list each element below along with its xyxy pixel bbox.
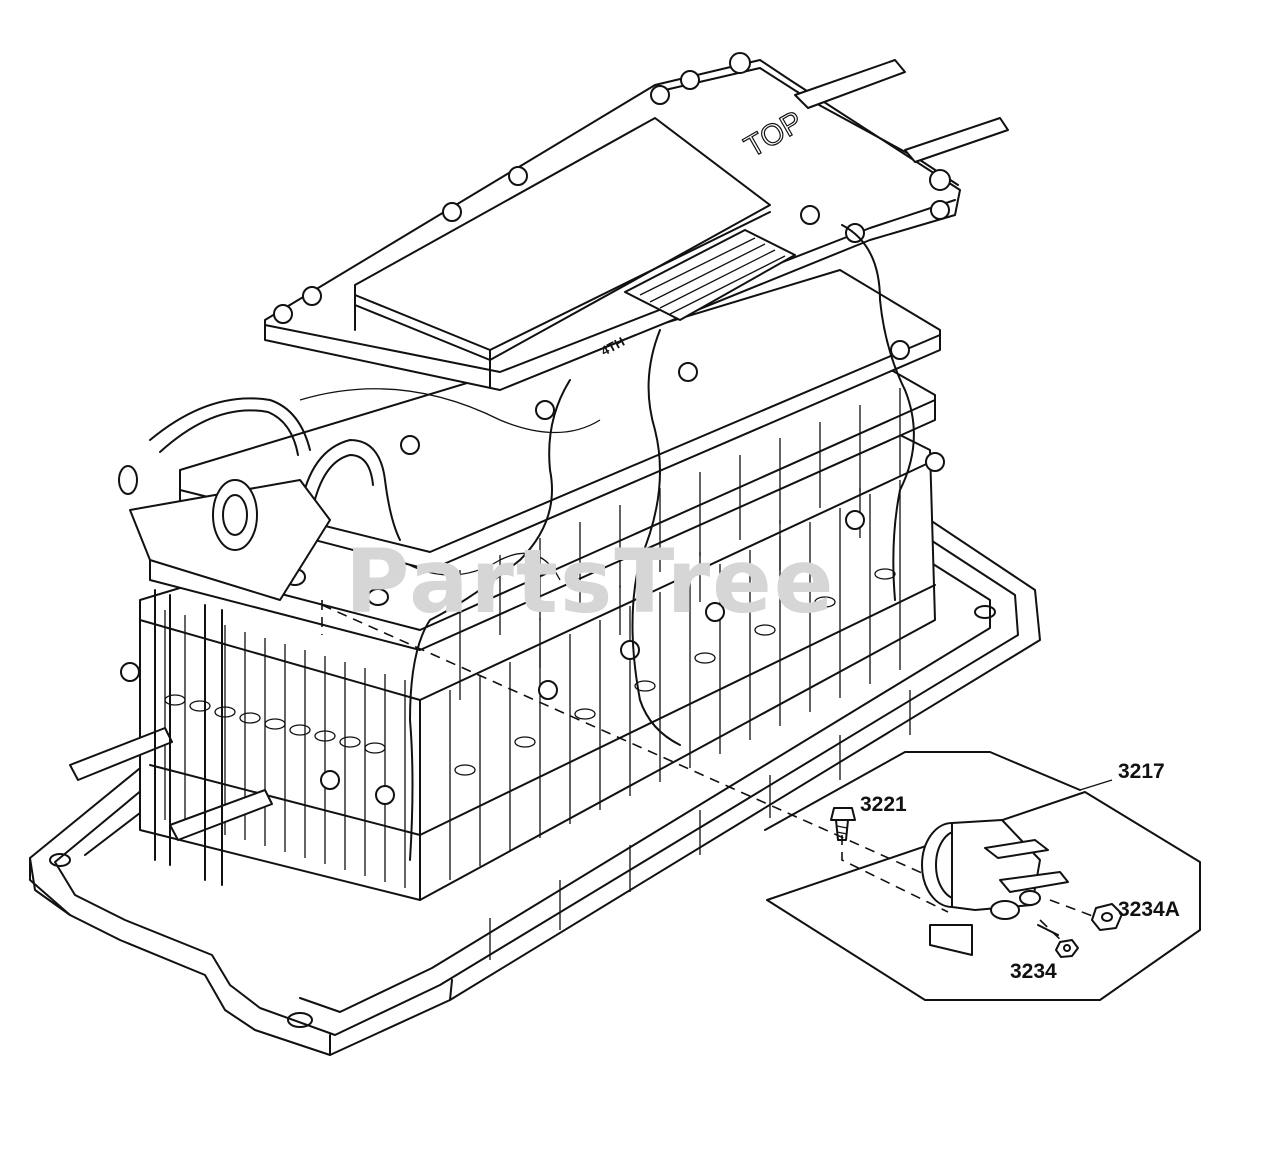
callout-3234A: 3234A xyxy=(1118,898,1180,921)
solenoid-detail-group: 3217 3221 3234A 3234 xyxy=(764,751,1201,1001)
callout-3221: 3221 xyxy=(860,793,907,816)
callout-3234: 3234 xyxy=(1010,960,1057,983)
middle-plate-stack xyxy=(120,269,945,805)
detail-outline xyxy=(764,751,1201,1001)
callout-3217: 3217 xyxy=(1118,760,1165,783)
terminal-nut-small-part xyxy=(1055,939,1079,958)
top-battery-cover: TOP 4TH xyxy=(264,52,1009,391)
lower-cell-stack xyxy=(139,394,936,901)
terminal-nut-large-part xyxy=(1091,903,1123,931)
watermark-text: PartsTree xyxy=(345,530,835,633)
mounting-bolt-part xyxy=(830,807,856,841)
solenoid-part xyxy=(921,819,1069,956)
left-terminal-rods xyxy=(69,479,331,886)
wiring-harness xyxy=(118,224,915,861)
